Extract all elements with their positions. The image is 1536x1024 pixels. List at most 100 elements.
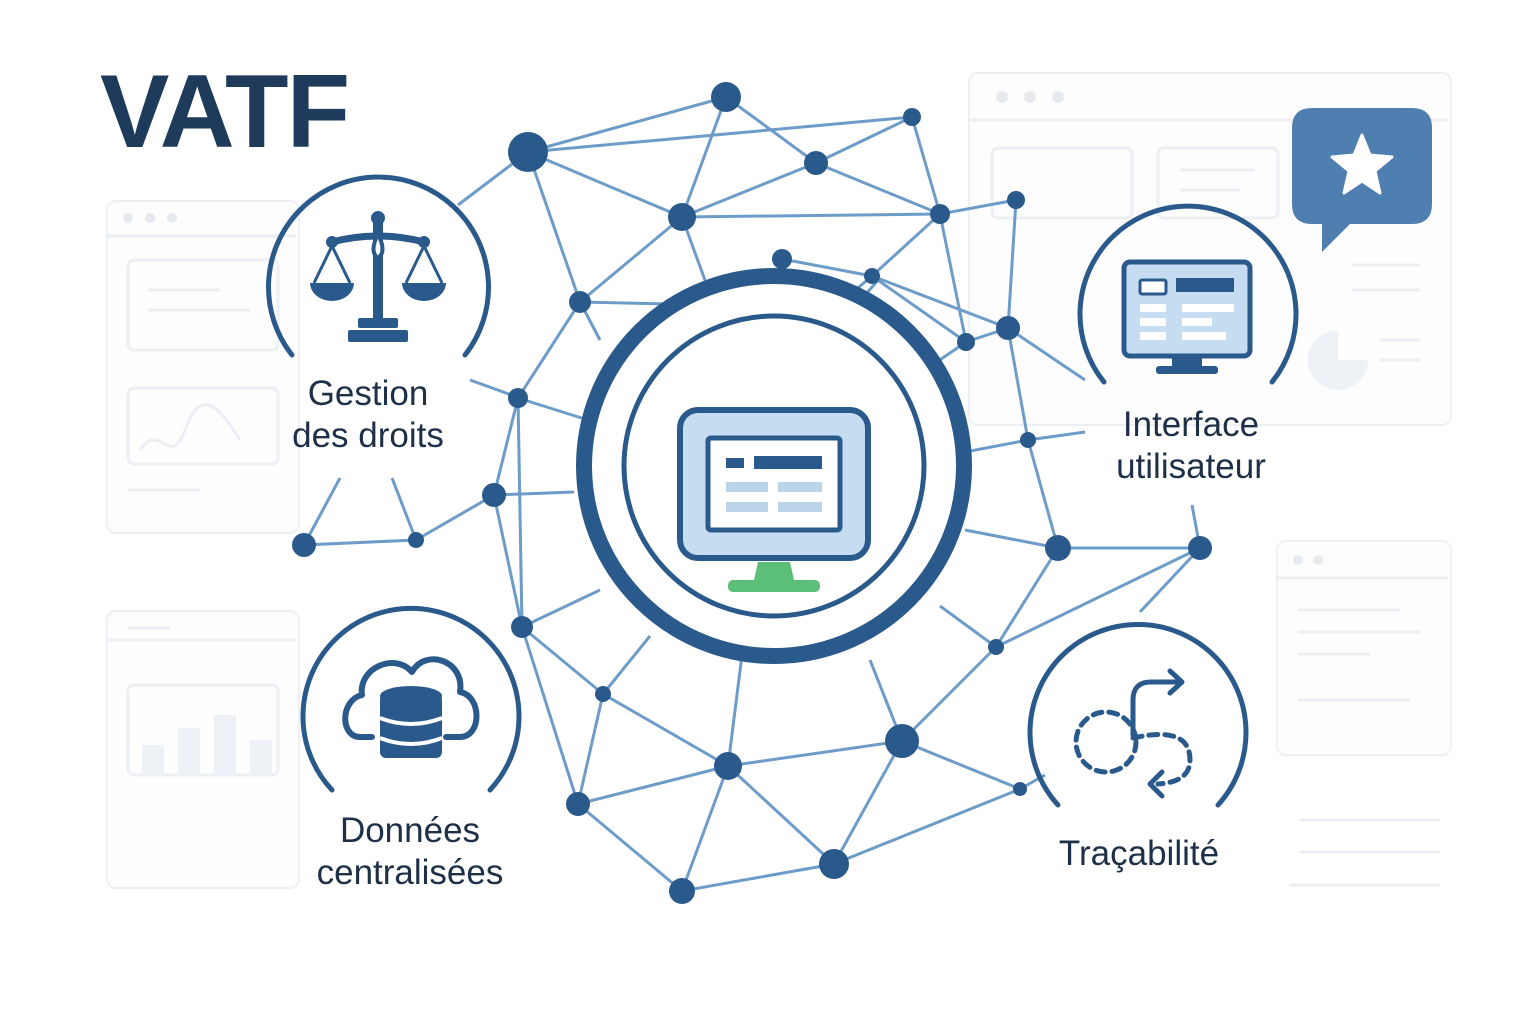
network-edge: [1027, 430, 1086, 442]
network-edge: [781, 257, 873, 278]
network-edge: [901, 739, 1021, 791]
feature-label-trace: Traçabilité: [1016, 833, 1262, 875]
network-edge: [1006, 327, 1030, 441]
network-edge: [680, 96, 728, 218]
network-node: [957, 333, 975, 351]
network-edge: [492, 494, 524, 628]
network-node: [885, 724, 919, 758]
network-edge: [492, 397, 520, 496]
star-chat-bubble-icon: [1292, 108, 1432, 252]
network-node: [566, 792, 590, 816]
network-node: [1045, 535, 1071, 561]
network-node: [772, 249, 792, 269]
network-edge: [726, 764, 836, 866]
network-node: [1007, 191, 1025, 209]
network-node: [508, 388, 528, 408]
network-node: [996, 316, 1020, 340]
network-node: [508, 132, 548, 172]
feature-label-line: Traçabilité: [1058, 834, 1220, 873]
network-node: [482, 483, 506, 507]
network-edge: [517, 396, 589, 422]
network-node: [669, 878, 695, 904]
network-node: [511, 616, 533, 638]
network-edge: [910, 116, 942, 215]
network-node: [292, 533, 316, 557]
network-edge: [1026, 439, 1060, 549]
ui-arc: [1077, 203, 1299, 385]
network-edge: [964, 528, 1059, 550]
network-node: [988, 639, 1004, 655]
network-edge: [939, 604, 997, 649]
network-node: [711, 82, 741, 112]
page-title: VATF: [100, 54, 350, 170]
network-node: [819, 849, 849, 879]
network-edge: [527, 150, 683, 219]
network-node: [1013, 782, 1027, 796]
background-window: [106, 200, 300, 534]
network-edge: [681, 212, 941, 219]
network-edge: [527, 95, 727, 154]
network-edge: [727, 739, 903, 768]
network-edge: [815, 115, 913, 165]
feature-label-line: utilisateur: [1116, 447, 1266, 486]
background-decor: [106, 91, 1448, 887]
network-edge: [602, 692, 729, 768]
network-edge: [726, 654, 744, 767]
feature-label-data: Données centralisées: [280, 810, 540, 894]
network-node: [714, 752, 742, 780]
network-edge: [994, 547, 1060, 648]
rights-arc: [266, 174, 491, 358]
central-monitor-icon: [677, 407, 871, 592]
network-edge: [680, 765, 730, 892]
network-edge: [833, 787, 1021, 866]
feature-label-line: Interface: [1122, 405, 1260, 444]
network-edge: [521, 625, 604, 696]
network-edge: [900, 645, 998, 743]
network-node: [930, 204, 950, 224]
data-arc: [300, 605, 522, 793]
network-edge: [1006, 199, 1018, 329]
network-edge: [938, 213, 968, 343]
network-edge: [870, 212, 942, 278]
monitor-interface-icon: [1121, 259, 1253, 374]
network-edge: [577, 802, 683, 893]
network-node: [595, 686, 611, 702]
feature-label-line: des droits: [292, 416, 444, 455]
network-edge: [1007, 326, 1086, 382]
network-edge: [415, 493, 495, 542]
network-edge: [526, 151, 582, 303]
network-node: [903, 108, 921, 126]
trace-path-icon: [1073, 668, 1193, 799]
feature-label-ui: Interface utilisateur: [1068, 404, 1314, 488]
network-node: [1020, 432, 1036, 448]
network-edge: [815, 161, 941, 216]
network-edge: [302, 477, 342, 546]
network-node: [804, 151, 828, 175]
network-edge: [681, 161, 817, 219]
network-node: [408, 532, 424, 548]
cloud-database-icon: [342, 656, 480, 758]
network-edge: [601, 635, 652, 695]
network-edge: [1138, 546, 1202, 614]
network-node: [864, 268, 880, 284]
scales-of-justice-icon: [310, 211, 446, 342]
network-edge: [832, 740, 904, 865]
network-nodes: [292, 82, 1212, 904]
network-edge: [576, 693, 605, 805]
network-edge: [516, 301, 582, 399]
network-edge: [493, 490, 575, 497]
network-edge: [995, 546, 1201, 649]
network-edge: [521, 588, 601, 629]
background-window: [1276, 540, 1452, 756]
network-edge: [871, 274, 967, 344]
network-edge: [520, 626, 580, 805]
network-edge: [577, 764, 729, 806]
feature-label-line: Gestion: [307, 374, 429, 413]
feature-label-line: Données: [339, 811, 481, 850]
network-node: [668, 203, 696, 231]
network-edge: [964, 438, 1029, 454]
network-node: [1188, 536, 1212, 560]
feature-label-line: centralisées: [316, 853, 504, 892]
